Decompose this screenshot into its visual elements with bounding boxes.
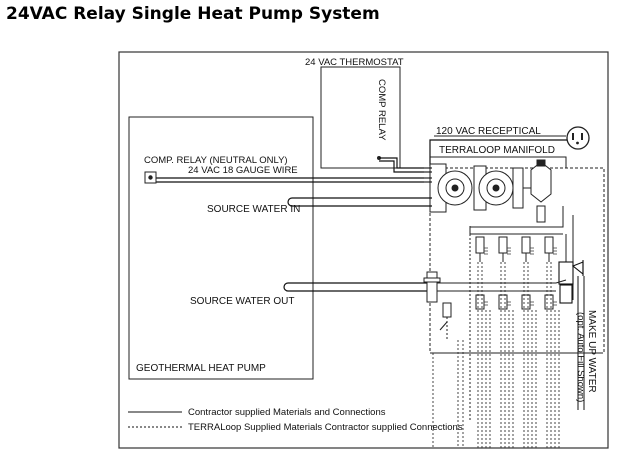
comp-relay-neutral-label: COMP. RELAY (NEUTRAL ONLY) xyxy=(144,155,288,166)
make-up-water-valve xyxy=(558,260,585,410)
neutral-terminal-dot xyxy=(148,175,153,180)
relay-wires xyxy=(149,157,424,183)
supply-loop-valves xyxy=(475,236,554,262)
source-water-out-pipe xyxy=(283,282,428,292)
outlet-icon xyxy=(566,126,590,150)
heat-pump-label: GEOTHERMAL HEAT PUMP xyxy=(136,363,266,374)
heat-pump-box xyxy=(128,116,314,380)
return-header xyxy=(423,271,567,340)
make-up-water-label: MAKE UP WATER xyxy=(586,310,597,393)
source-in-label: SOURCE WATER IN xyxy=(207,204,300,215)
source-water-in-pipe xyxy=(287,197,432,207)
comp-relay-label: COMP RELAY xyxy=(376,79,387,141)
receptacle-label: 120 VAC RECEPTICAL xyxy=(436,126,541,137)
circulator-pumps xyxy=(429,159,552,223)
legend-dashed-label: TERRALoop Supplied Materials Contractor … xyxy=(188,422,463,433)
diagram-frame xyxy=(118,51,609,449)
source-out-label: SOURCE WATER OUT xyxy=(190,296,294,307)
gauge-wire-label: 24 VAC 18 GAUGE WIRE xyxy=(188,165,298,176)
thermostat-label: 24 VAC THERMOSTAT xyxy=(305,57,404,68)
page-title: 24VAC Relay Single Heat Pump System xyxy=(6,4,380,24)
pump-wires xyxy=(424,167,432,183)
thermostat-box xyxy=(320,66,401,169)
ground-loop-pipes xyxy=(432,262,560,448)
legend-solid-label: Contractor supplied Materials and Connec… xyxy=(188,407,386,418)
flow-meter-ticks xyxy=(484,247,557,306)
auto-fill-label: (opt. Auto Fill Shown) xyxy=(575,312,586,402)
manifold-label: TERRALOOP MANIFOLD xyxy=(439,145,555,156)
